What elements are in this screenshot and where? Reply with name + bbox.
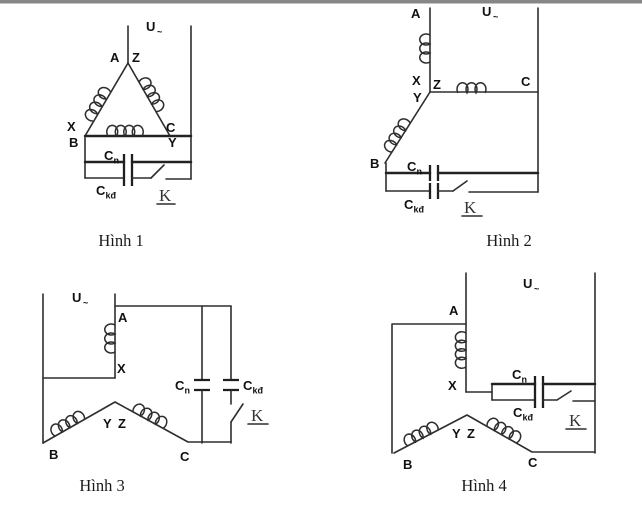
fig4-left-rail [391, 323, 467, 454]
fig3-caption: Hình 3 [79, 476, 124, 495]
fig3-start-cap-sub: kđ [253, 386, 264, 396]
fig4-caption: Hình 4 [461, 476, 506, 495]
fig4-start-capacitor-icon [533, 392, 545, 408]
fig1-terminal-a: A [110, 50, 120, 65]
fig1-run-capacitor-icon [122, 154, 134, 170]
fig1-terminal-c: C [166, 120, 176, 135]
fig1-terminal-x: X [67, 119, 76, 134]
fig1-terminal-z: Z [132, 50, 140, 65]
fig4-supply-label: U [523, 276, 532, 291]
figure-1-circuit: U ~ A Z X B C Y C n C kđ K Hình 1 [67, 19, 193, 250]
fig3-coil-a-icon [104, 323, 116, 354]
fig3-switch-blade-icon [230, 403, 244, 423]
fig3-coil-c-icon [131, 401, 170, 430]
fig4-terminal-y: Y [452, 426, 461, 441]
fig1-switch-blade-icon [150, 164, 165, 179]
fig4-switch-label: K [569, 411, 582, 430]
fig2-phase-b-line [384, 91, 431, 164]
fig1-caption: Hình 1 [98, 231, 143, 250]
fig3-terminal-c: C [180, 449, 190, 464]
fig4-terminal-a: A [449, 303, 459, 318]
fig4-start-cap-label: C [513, 405, 523, 420]
fig2-start-cap-sub: kđ [414, 205, 425, 215]
fig2-start-capacitor-icon [428, 183, 440, 199]
fig1-supply-sub: ~ [157, 27, 162, 37]
fig2-coil-a-icon [419, 33, 431, 64]
fig1-terminal-b: B [69, 135, 78, 150]
fig1-start-cap-sub: kđ [106, 191, 117, 201]
fig2-supply-sub: ~ [493, 12, 498, 22]
fig2-run-cap-label: C [407, 159, 417, 174]
fig1-coil-right-icon [137, 74, 167, 114]
figure-4-circuit: A U ~ X C n C kđ K Y Z B C Hình 4 [391, 272, 597, 495]
fig2-terminal-c: C [521, 74, 531, 89]
fig3-start-cap-label: C [243, 378, 253, 393]
fig4-supply-sub: ~ [534, 284, 539, 294]
fig4-run-cap-label: C [512, 367, 522, 382]
fig1-supply-label: U [146, 19, 155, 34]
fig3-terminal-y: Y [103, 416, 112, 431]
fig2-caption: Hình 2 [486, 231, 531, 250]
fig3-switch-label: K [251, 406, 264, 425]
fig4-terminal-z: Z [467, 426, 475, 441]
fig3-start-capacitor-icon [223, 378, 239, 392]
fig4-switch-blade-icon [556, 390, 572, 401]
fig2-terminal-z: Z [433, 77, 441, 92]
fig2-switch-label: K [464, 198, 477, 217]
figure-3-circuit: U ~ A X C n C kđ K Y Z B C Hình 3 [42, 290, 269, 495]
fig2-switch-blade-icon [452, 180, 468, 192]
fig3-terminal-x: X [117, 361, 126, 376]
fig1-run-cap-label: C [104, 148, 114, 163]
fig3-terminal-a: A [118, 310, 128, 325]
fig4-start-cap-sub: kđ [523, 413, 534, 423]
fig2-terminal-y: Y [413, 90, 422, 105]
figure-2-circuit: A U ~ X Z Y C B C n C kđ K Hình 2 [370, 4, 540, 250]
fig1-terminal-y: Y [168, 135, 177, 150]
fig1-winding-line-right [127, 62, 171, 137]
fig1-start-capacitor-icon [122, 170, 134, 186]
fig2-terminal-b: B [370, 156, 379, 171]
fig4-terminal-b: B [403, 457, 412, 472]
fig2-start-cap-label: C [404, 197, 414, 212]
fig2-run-cap-sub: n [417, 167, 423, 177]
fig3-run-cap-label: C [175, 378, 185, 393]
fig2-coil-b-icon [381, 115, 412, 154]
fig4-terminal-x: X [448, 378, 457, 393]
fig3-terminal-b: B [49, 447, 58, 462]
fig1-switch-label: K [159, 186, 172, 205]
fig1-run-cap-sub: n [114, 156, 120, 166]
fig2-supply-label: U [482, 4, 491, 19]
fig3-terminal-z: Z [118, 416, 126, 431]
fig4-winding-v-line [393, 414, 596, 454]
fig3-run-cap-sub: n [185, 386, 191, 396]
fig4-terminal-c: C [528, 455, 538, 470]
fig3-run-capacitor-icon [194, 378, 210, 392]
fig3-winding-v-line [42, 401, 232, 444]
fig4-run-cap-sub: n [522, 375, 528, 385]
fig1-coil-bottom-icon [106, 124, 144, 137]
fig4-coil-a-icon [454, 331, 467, 369]
top-scan-band [0, 0, 642, 4]
fig4-coil-b-icon [401, 419, 441, 448]
fig2-terminal-a: A [411, 6, 421, 21]
fig1-start-cap-label: C [96, 183, 106, 198]
fig3-coil-b-icon [47, 408, 87, 438]
fig3-supply-label: U [72, 290, 81, 305]
fig2-terminal-x: X [412, 73, 421, 88]
fig3-supply-sub: ~ [83, 298, 88, 308]
